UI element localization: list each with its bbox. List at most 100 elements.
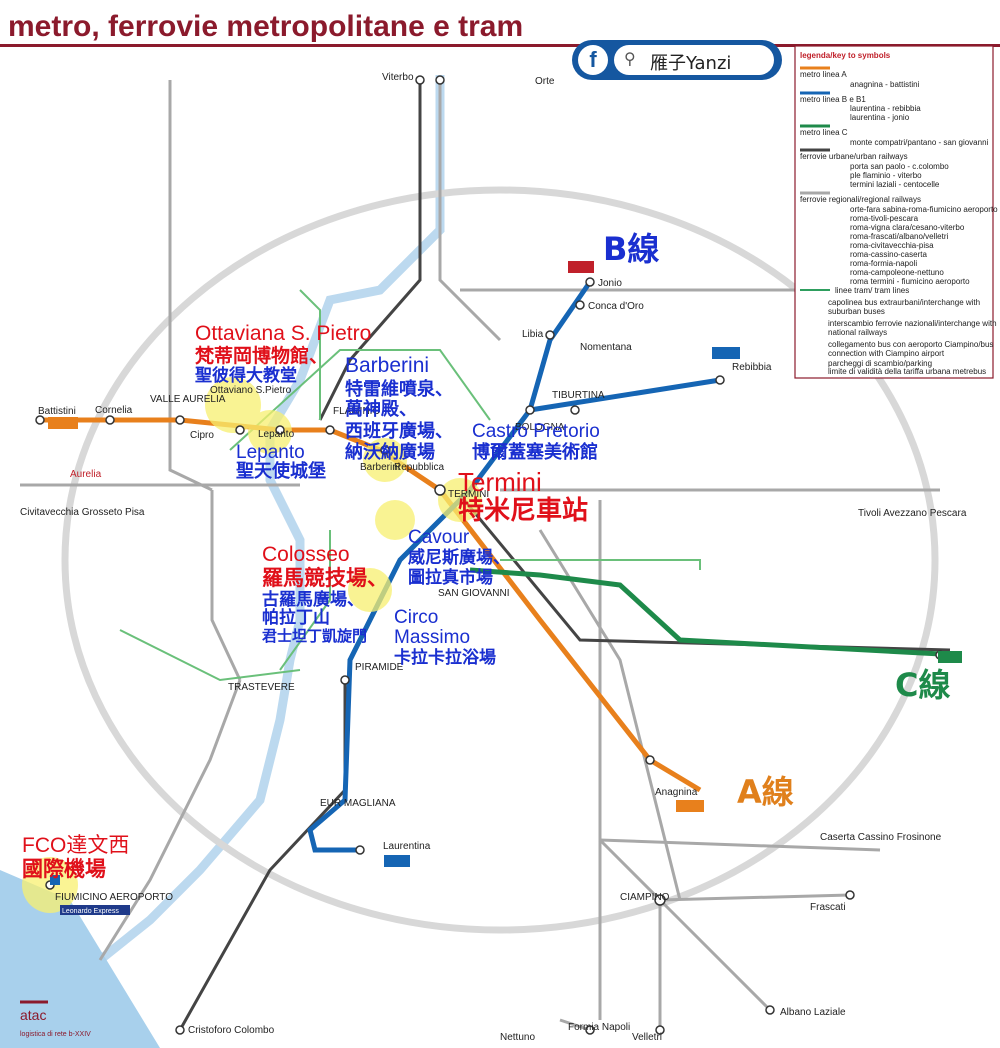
station-nettuno: Nettuno — [500, 1032, 535, 1043]
colosseo-zh-2: 古羅馬廣場、 — [262, 589, 364, 610]
a-line-annotation: A線 — [737, 773, 794, 811]
station-eur-magliana: EUR MAGLIANA — [320, 798, 396, 809]
station-cassino: Caserta Cassino Frosinone — [820, 832, 942, 843]
legend-fl6: roma-cassino-caserta — [850, 250, 927, 259]
b-line-annotation: B線 — [603, 230, 659, 268]
legend-fl3: roma-vigna clara/cesano-viterbo — [850, 223, 965, 232]
annotations: B線 A線 C線 Ottaviana S. Pietro 梵蒂岡博物館、 聖彼得… — [22, 230, 951, 881]
lepanto-zh: 聖天使城堡 — [236, 460, 326, 482]
grande-raccordo-anulare — [61, 186, 939, 934]
station-bologna: BOLOGNA — [515, 422, 565, 433]
station-fiumicino: FIUMICINO AEROPORTO — [55, 892, 173, 903]
circo-annotation-2: Massimo — [394, 627, 470, 648]
legend-rail2: national railways — [828, 328, 887, 337]
legend-fl7: roma-formia-napoli — [850, 259, 917, 268]
barberini-zh-3: 西班牙廣場、 — [345, 420, 453, 442]
legend-metro-c-sub: monte compatri/pantano - san giovanni — [850, 138, 989, 147]
legend-fl1: orte-fara sabina-roma-fiumicino aeroport… — [850, 205, 998, 214]
station-cristoforo: Cristoforo Colombo — [188, 1025, 275, 1036]
search-pill[interactable]: ⚲ 雁子Yanzi — [614, 45, 774, 75]
cavour-annotation: Cavour — [408, 527, 470, 548]
barberini-annotation: Barberini — [345, 354, 429, 377]
termini-zh: 特米尼車站 — [458, 495, 588, 526]
barberini-zh-4: 納沃納廣場 — [345, 441, 435, 463]
legend-limit1: limite di validità della tariffa urbana … — [828, 367, 986, 376]
legend: legenda/key to symbols metro linea A ana… — [794, 45, 998, 379]
legend-regional: ferrovie regionali/regional railways — [800, 195, 921, 204]
legend-urban-3: termini laziali - centocelle — [850, 180, 940, 189]
metro-line-c — [469, 567, 961, 658]
station-orte: Orte — [535, 76, 555, 87]
legend-air1: collegamento bus con aeroporto Ciampino/… — [828, 340, 993, 349]
cavour-zh-1: 威尼斯廣場、 — [408, 547, 510, 568]
castro-zh: 博爾蓋塞美術館 — [472, 441, 598, 463]
legend-tram: linee tram/ tram lines — [835, 286, 909, 295]
station-piramide: PIRAMIDE — [355, 662, 404, 673]
colosseo-zh-3: 帕拉丁山 — [262, 607, 330, 628]
tram-lines — [119, 289, 701, 682]
river-tevere — [97, 75, 445, 964]
legend-metro-a: metro linea A — [800, 70, 847, 79]
station-conca: Conca d'Oro — [588, 301, 644, 312]
station-velletri: Velletri — [632, 1032, 662, 1043]
station-rebibbia: Rebibbia — [732, 362, 772, 373]
title-rule — [0, 44, 1000, 47]
footer-sub: logistica di rete b-XXIV — [20, 1031, 91, 1038]
station-civitavecchia: Civitavecchia Grosseto Pisa — [20, 507, 145, 518]
facebook-badge[interactable]: f ⚲ 雁子Yanzi — [572, 40, 782, 80]
station-termini: TERMINI — [448, 489, 489, 500]
fco-zh: 國際機場 — [22, 857, 106, 881]
station-repubblica: Repubblica — [394, 462, 444, 473]
search-icon: ⚲ — [624, 51, 636, 68]
colosseo-zh-4: 君士坦丁凱旋門 — [262, 627, 367, 645]
c-line-annotation: C線 — [895, 666, 951, 704]
legend-heading: legenda/key to symbols — [800, 51, 891, 60]
station-frascati: Frascati — [810, 902, 846, 913]
lepanto-annotation: Lepanto — [236, 442, 305, 463]
legend-urban: ferrovie urbane/urban railways — [800, 152, 908, 161]
station-labels: Battistini Cornelia VALLE AURELIA Cipro … — [20, 72, 967, 1043]
station-flaminio: FLAMINIO — [333, 406, 380, 417]
barberini-zh-1: 特雷維噴泉、 — [345, 378, 453, 400]
legend-park: parcheggi di scambio/parking — [828, 359, 932, 368]
atac-logo: atac logistica di rete b-XXIV — [20, 1000, 91, 1038]
station-ottaviano: Ottaviano S.Pietro — [210, 385, 292, 396]
ottaviana-zh-2: 聖彼得大教堂 — [195, 365, 297, 386]
station-barberini: Barberini — [360, 462, 400, 473]
legend-metro-b: metro linea B e B1 — [800, 95, 866, 104]
legend-rail1: interscambio ferrovie nazionali/intercha… — [828, 319, 997, 328]
legend-fl2: roma-tivoli-pescara — [850, 214, 919, 223]
legend-bus1: capolinea bus extraurbani/interchange wi… — [828, 298, 980, 307]
station-tivoli: Tivoli Avezzano Pescara — [858, 508, 967, 519]
castro-annotation: Castro Pretorio — [472, 421, 600, 442]
ottaviana-zh-1: 梵蒂岡博物館、 — [195, 344, 328, 367]
station-formia: Formia Napoli — [568, 1022, 630, 1033]
leonardo-express-label: Leonardo Express — [62, 908, 119, 915]
facebook-icon: f — [578, 45, 608, 75]
fco-annotation: FCO達文西 — [22, 834, 129, 857]
badge-text: 雁子Yanzi — [650, 53, 732, 74]
station-jonio: Jonio — [598, 278, 622, 289]
legend-metro-a-sub: anagnina - battistini — [850, 80, 920, 89]
station-libia: Libia — [522, 329, 544, 340]
station-valle-aurelia: VALLE AURELIA — [150, 394, 226, 405]
station-trastevere: TRASTEVERE — [228, 682, 295, 693]
barberini-zh-2: 萬神殿、 — [345, 398, 417, 420]
legend-fl5: roma-civitavecchia-pisa — [850, 241, 934, 250]
legend-metro-b-sub1: laurentina - rebibbia — [850, 104, 921, 113]
station-lepanto: Lepanto — [258, 429, 295, 440]
legend-bus2: suburban buses — [828, 307, 885, 316]
legend-urban-2: ple flaminio - viterbo — [850, 171, 922, 180]
station-albano: Albano Laziale — [780, 1007, 846, 1018]
legend-metro-b-sub2: laurentina - jonio — [850, 113, 910, 122]
metro-line-b — [526, 280, 721, 414]
page-title: metro, ferrovie metropolitane e tram — [8, 10, 524, 43]
colosseo-zh-1: 羅馬競技場、 — [262, 566, 388, 590]
cavour-zh-2: 圖拉真市場 — [408, 567, 493, 588]
line-badges: Leonardo Express — [48, 261, 962, 915]
legend-urban-1: porta san paolo - c.colombo — [850, 162, 949, 171]
legend-metro-c: metro linea C — [800, 128, 848, 137]
colosseo-annotation: Colosseo — [262, 543, 350, 566]
legend-fl4: roma-frascati/albano/velletri — [850, 232, 948, 241]
